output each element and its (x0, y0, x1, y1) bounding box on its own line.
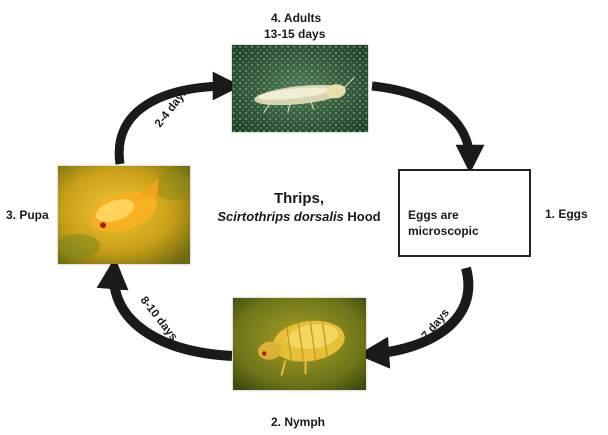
adult-thrips-photo (232, 45, 368, 132)
arrow-pupa-to-adults (114, 71, 242, 165)
scientific-name: Scirtothrips dorsalis (217, 209, 344, 224)
nymph-photo (233, 298, 366, 390)
arrow-adults-to-eggs (371, 81, 485, 174)
pupa-photo (58, 166, 190, 264)
species-title: Thrips, Scirtothrips dorsalis Hood (206, 190, 392, 226)
arrow-nymph-to-pupa (96, 257, 233, 361)
nymph-label: 2. Nymph (271, 415, 326, 429)
common-name: Thrips, (273, 190, 324, 207)
pupa-label: 3. Pupa (6, 208, 49, 222)
adults-label: 4. Adults (271, 11, 322, 25)
eggs-label: 1. Eggs (545, 207, 588, 221)
adults-duration: 13-15 days (264, 27, 326, 41)
species-authority: Hood (347, 209, 381, 224)
eggs-box: Eggs are microscopic (398, 169, 531, 257)
arrow-eggs-to-nymph (357, 266, 474, 369)
eggs-description: Eggs are microscopic (408, 208, 479, 238)
